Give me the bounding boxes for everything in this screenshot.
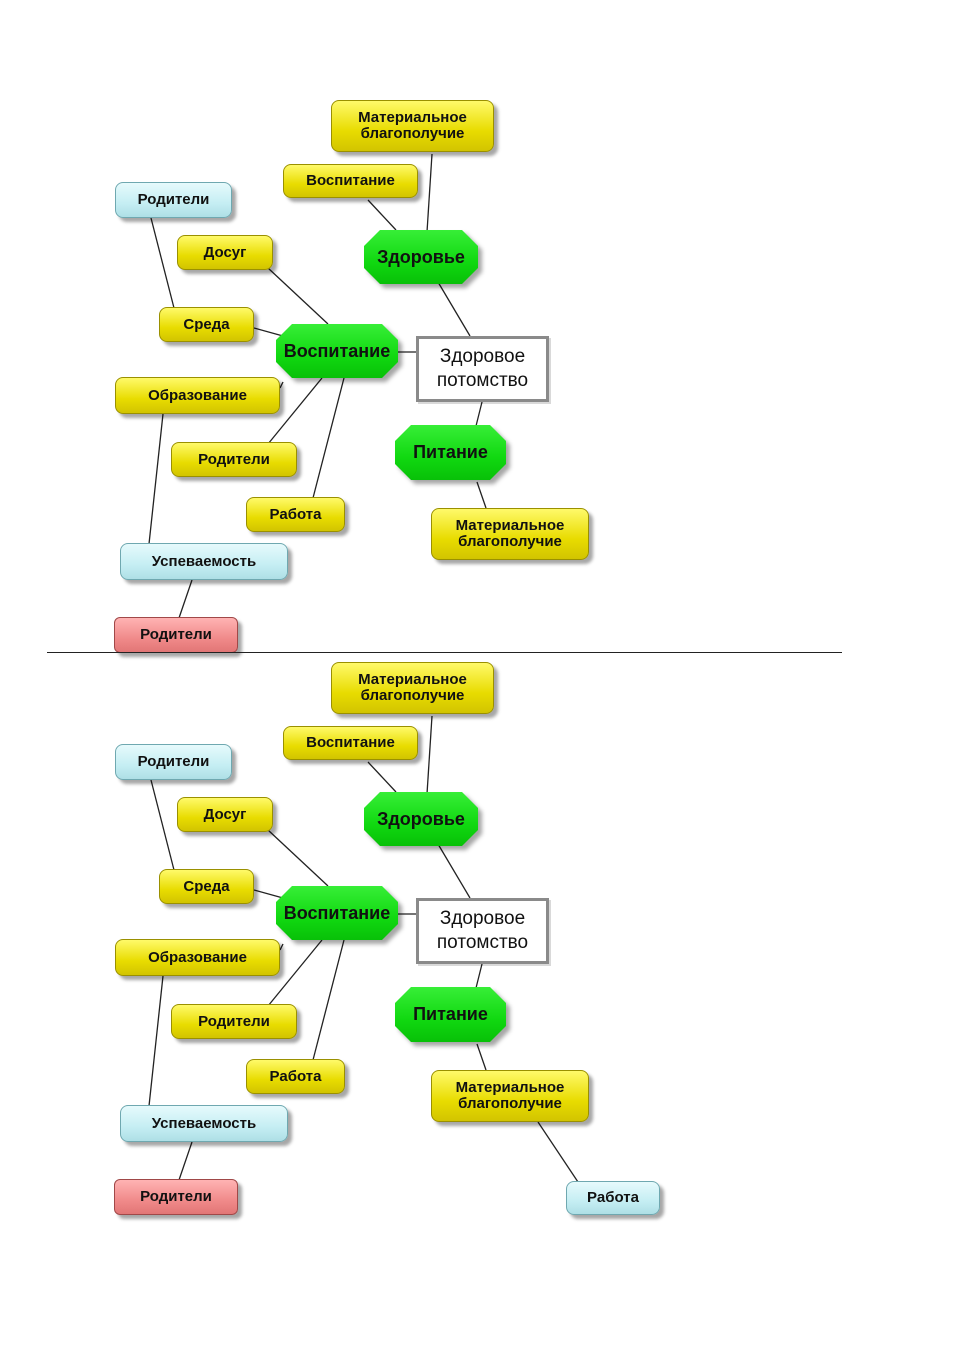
connector-lines <box>148 153 487 619</box>
connector-lines <box>148 715 579 1183</box>
work-node[interactable]: Работа <box>246 1059 345 1094</box>
mindmap-2: Материальное благополучие Воспитание Здо… <box>0 658 954 1218</box>
upbringing-node[interactable]: Воспитание <box>276 886 398 940</box>
parents-sub-node[interactable]: Родители <box>171 1004 297 1039</box>
parents-node[interactable]: Родители <box>115 182 232 218</box>
environment-node[interactable]: Среда <box>159 869 254 904</box>
upbringing-sub-node[interactable]: Воспитание <box>283 726 418 760</box>
environment-node[interactable]: Среда <box>159 307 254 342</box>
parents-sub-node[interactable]: Родители <box>171 442 297 477</box>
divider-line <box>47 652 842 653</box>
wealth-sub-node[interactable]: Материальное благополучие <box>431 1070 589 1122</box>
work-node[interactable]: Работа <box>246 497 345 532</box>
upbringing-node[interactable]: Воспитание <box>276 324 398 378</box>
work-leaf-node[interactable]: Работа <box>566 1181 660 1215</box>
nutrition-node[interactable]: Питание <box>395 425 506 480</box>
wealth-sub-node[interactable]: Материальное благополучие <box>431 508 589 560</box>
wealth-node[interactable]: Материальное благополучие <box>331 662 494 714</box>
parents-node[interactable]: Родители <box>115 744 232 780</box>
wealth-node[interactable]: Материальное благополучие <box>331 100 494 152</box>
upbringing-sub-node[interactable]: Воспитание <box>283 164 418 198</box>
parents-leaf-node[interactable]: Родители <box>114 617 238 653</box>
health-node[interactable]: Здоровье <box>364 792 478 846</box>
center-node[interactable]: Здоровое потомство <box>416 336 549 402</box>
progress-node[interactable]: Успеваемость <box>120 543 288 580</box>
center-node[interactable]: Здоровое потомство <box>416 898 549 964</box>
education-node[interactable]: Образование <box>115 939 280 976</box>
parents-leaf-node[interactable]: Родители <box>114 1179 238 1215</box>
mindmap-1: Материальное благополучие Воспитание Здо… <box>0 96 954 656</box>
leisure-node[interactable]: Досуг <box>177 797 273 832</box>
education-node[interactable]: Образование <box>115 377 280 414</box>
health-node[interactable]: Здоровье <box>364 230 478 284</box>
leisure-node[interactable]: Досуг <box>177 235 273 270</box>
progress-node[interactable]: Успеваемость <box>120 1105 288 1142</box>
nutrition-node[interactable]: Питание <box>395 987 506 1042</box>
